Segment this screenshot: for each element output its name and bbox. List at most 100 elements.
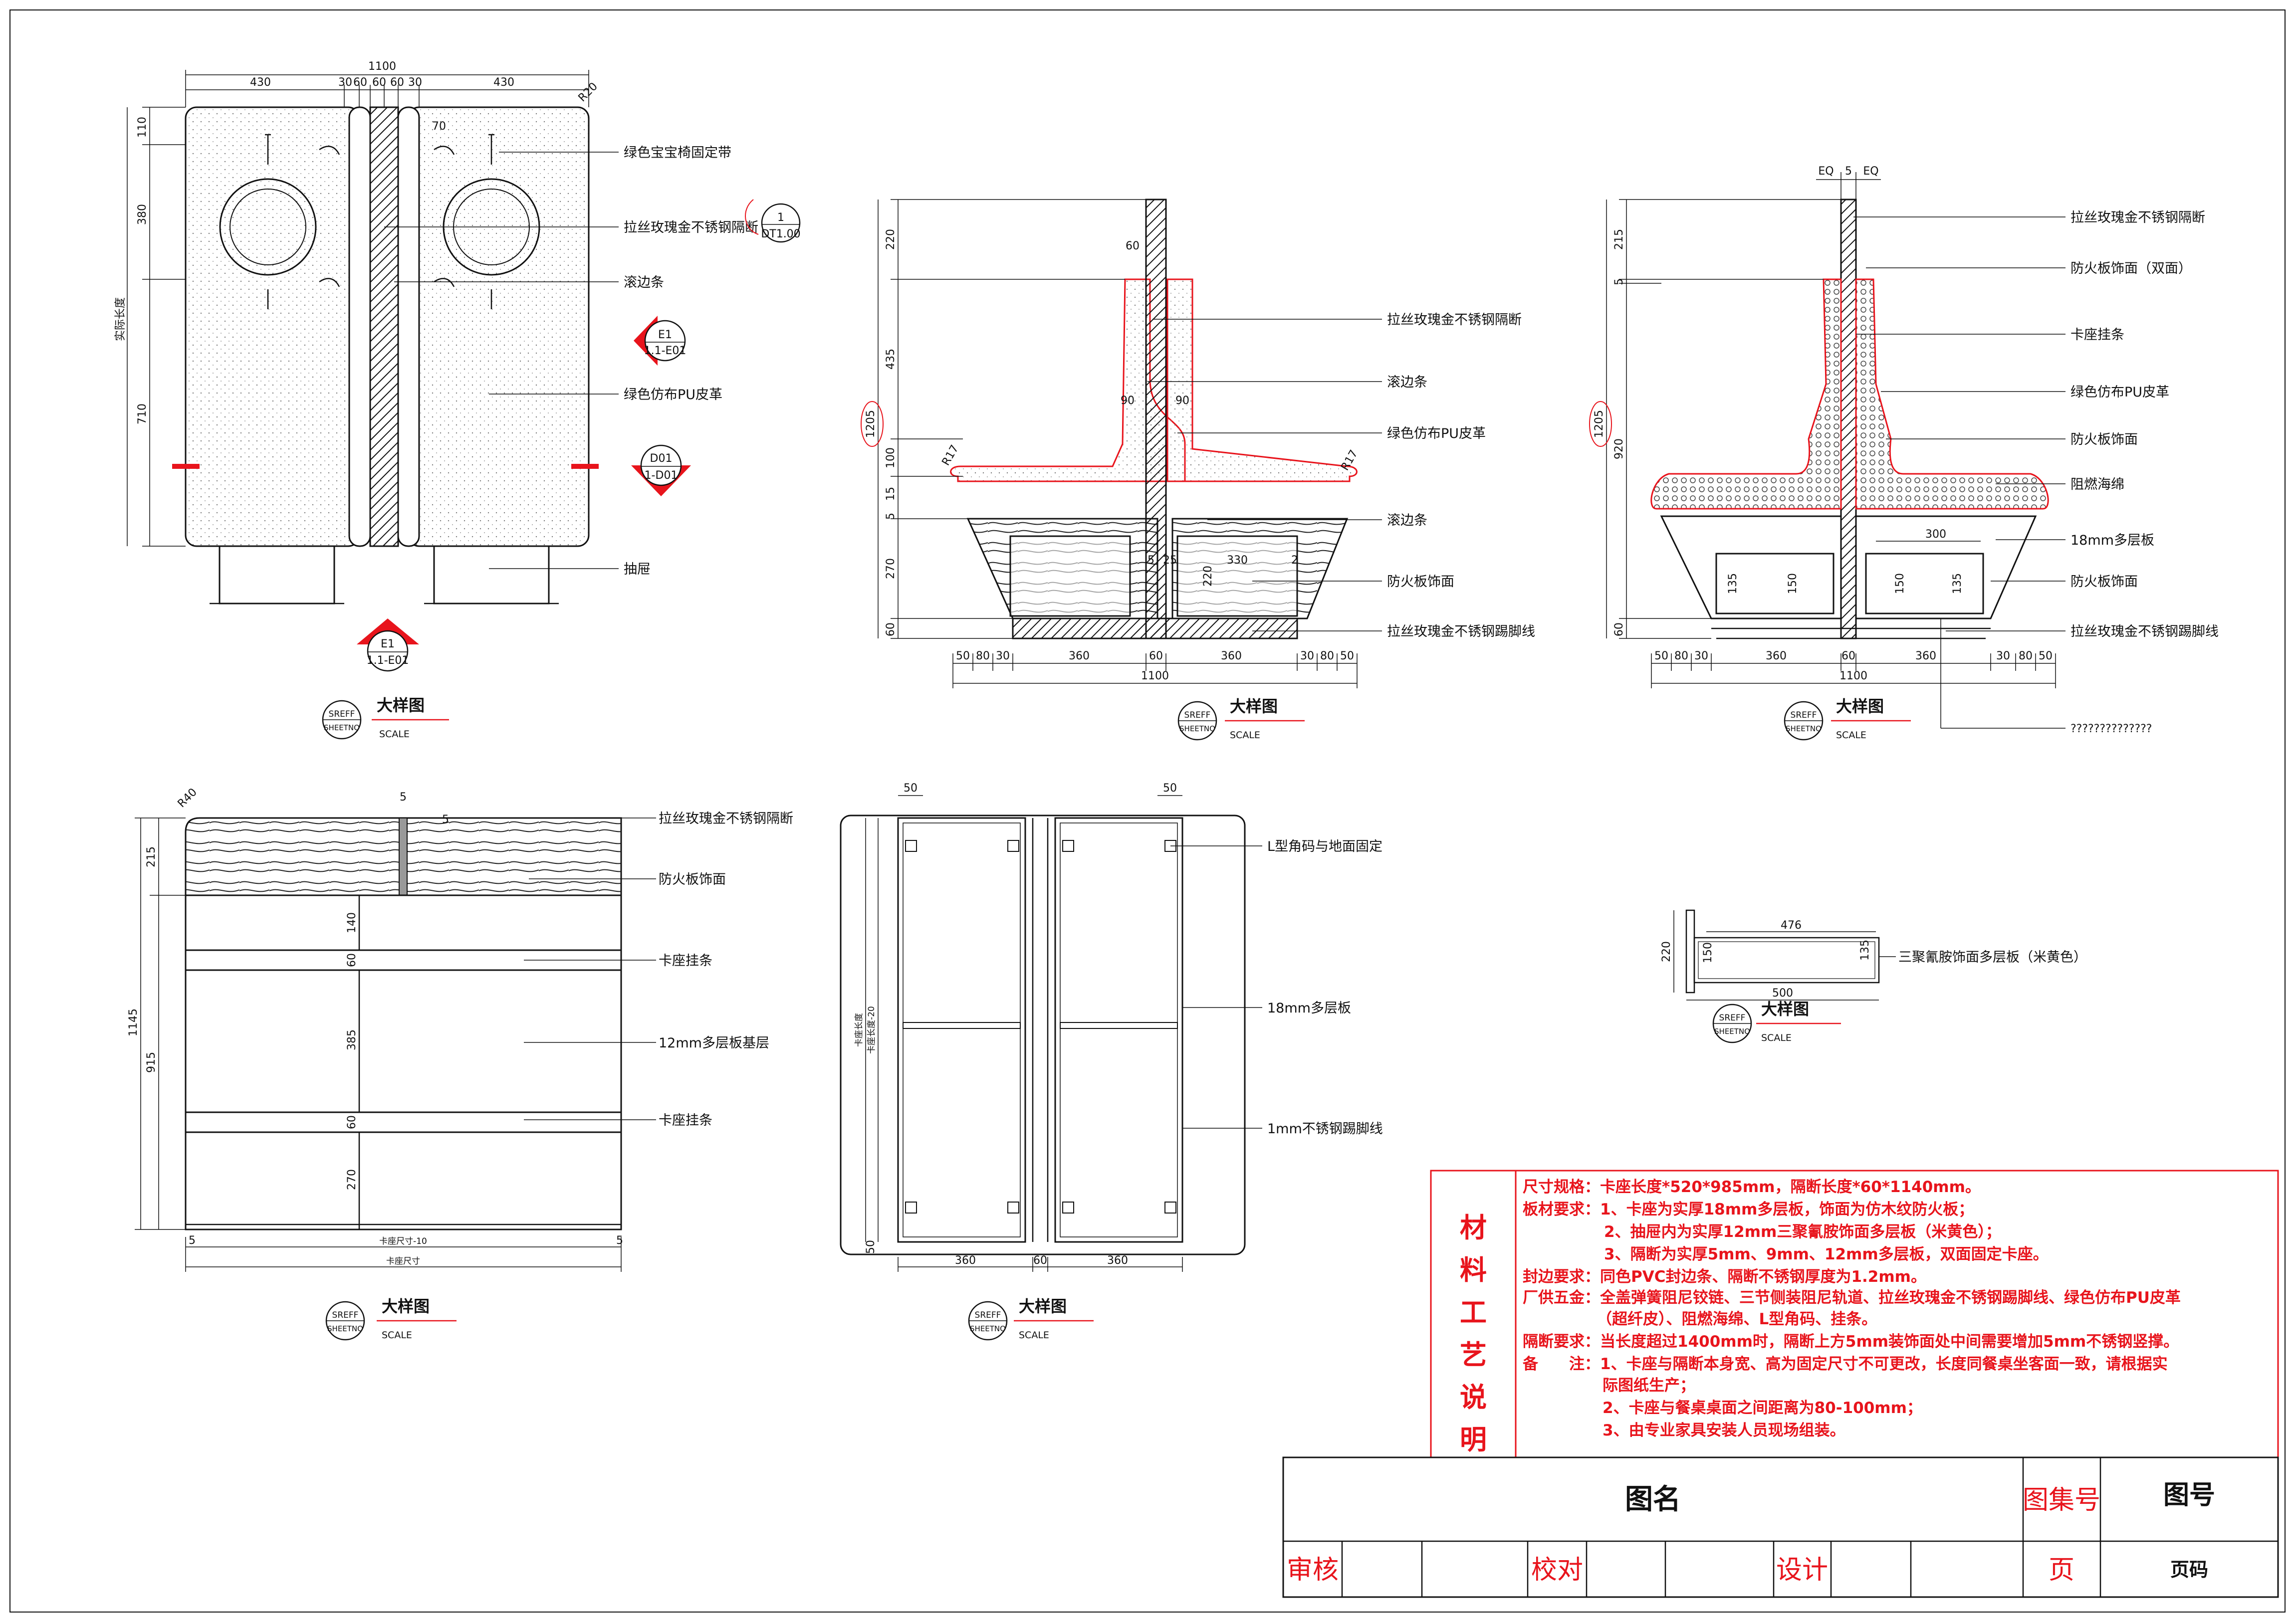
drawer-front xyxy=(1685,909,1695,994)
svg-text:卡座长度: 卡座长度 xyxy=(854,1013,864,1047)
drawer-frame-right xyxy=(433,545,550,605)
callout-v4-base-layer: 12mm多层板基层 xyxy=(659,1035,769,1051)
callout-v5-bracket: L型角码与地面固定 xyxy=(1267,839,1382,854)
notes-heading-char-5: 说 xyxy=(1460,1382,1487,1413)
dim-v1-actual-length: 实际长度 xyxy=(114,297,127,341)
callout-v2-partition: 拉丝玫瑰金不锈钢隔断 xyxy=(1387,312,1522,328)
detail-tag-d01[interactable]: D01 1-D01 xyxy=(631,444,691,496)
svg-text:140: 140 xyxy=(346,912,358,933)
callout-v3-unknown: ?????????????? xyxy=(2070,723,2152,735)
dim-v2-5: 5 xyxy=(885,513,897,520)
svg-text:5: 5 xyxy=(1613,278,1625,285)
dim-v1-110: 110 xyxy=(136,117,149,138)
note-line-1: 尺寸规格：卡座长度*520*985mm，隔断长度*60*1140mm。 xyxy=(1523,1178,1981,1196)
svg-text:R40: R40 xyxy=(176,786,200,810)
svg-text:150: 150 xyxy=(1894,573,1906,594)
svg-text:大样图: 大样图 xyxy=(1230,697,1278,716)
svg-text:215: 215 xyxy=(145,846,158,867)
svg-text:SCALE: SCALE xyxy=(1019,1330,1049,1341)
callout-v3-kickplate: 拉丝玫瑰金不锈钢踢脚线 xyxy=(2070,624,2219,639)
tag-d01-num: D01 xyxy=(650,452,673,465)
note-line-3: 2、抽屉内为实厚12mm三聚氰胺饰面多层板（米黄色）； xyxy=(1604,1223,2001,1241)
drawer-left xyxy=(1009,535,1131,617)
title-atlas-no: 图集号 xyxy=(2023,1485,2100,1515)
svg-text:50: 50 xyxy=(865,1240,877,1254)
plan-outline xyxy=(840,814,1246,1255)
title-page-code: 页码 xyxy=(2170,1559,2208,1581)
tag-1-sheet: DT1.00 xyxy=(761,228,800,240)
partition-body xyxy=(185,894,622,1230)
note-line-11: 2、卡座与餐桌桌面之间距离为80-100mm； xyxy=(1603,1399,1922,1417)
callout-v3-foam: 阻燃海绵 xyxy=(2070,477,2124,492)
svg-text:360: 360 xyxy=(1069,650,1090,662)
view-partition-elevation: 215 1145 915 140 60 385 60 270 R40 5 5 卡… xyxy=(127,786,793,1341)
dim-v1-710: 710 xyxy=(136,404,149,424)
sheet-border xyxy=(9,9,2286,1613)
base-frame-right xyxy=(1855,515,2037,619)
base-frame-left xyxy=(1660,515,1842,619)
note-line-9: 备 注：1、卡座与隔断本身宽、高为固定尺寸不可更改，长度同餐桌坐客面一致，请根据… xyxy=(1522,1355,2168,1373)
svg-text:90: 90 xyxy=(1121,395,1135,407)
svg-text:2: 2 xyxy=(1291,554,1298,567)
edge-piping-left xyxy=(348,106,371,547)
title-block: 图名 图集号 图号 审核 校对 设计 页 页码 xyxy=(1282,1456,2279,1598)
detail-label-6: SREFF SHEETNO 大样图 SCALE xyxy=(1712,1000,1841,1043)
svg-text:30: 30 xyxy=(996,650,1010,662)
callout-v5-plywood: 18mm多层板 xyxy=(1267,1001,1351,1016)
svg-text:60: 60 xyxy=(346,953,358,967)
svg-text:360: 360 xyxy=(1915,650,1936,662)
view-seat-plan: 50 50 卡座长度 卡座长度-20 50 360 60 360 L型角码与地面… xyxy=(840,782,1383,1341)
baby-seat-ring-left-inner xyxy=(230,189,306,265)
svg-text:60: 60 xyxy=(346,1115,358,1129)
svg-text:SHEETNO: SHEETNO xyxy=(327,1324,363,1333)
callout-v3-plywood: 18mm多层板 xyxy=(2070,533,2154,548)
dim-v2-270: 270 xyxy=(885,558,897,579)
tag-e1-top-num: E1 xyxy=(658,329,672,341)
svg-text:135: 135 xyxy=(1951,573,1964,594)
dim-v1-30a: 30 xyxy=(338,76,352,89)
svg-text:5: 5 xyxy=(1148,554,1154,567)
elevation-tag-e1-top[interactable]: E1 1.1-E01 xyxy=(634,316,686,366)
foam-back-right xyxy=(1855,278,2049,510)
elevation-tag-e1-bottom[interactable]: E1 1.1-E01 xyxy=(357,618,419,672)
svg-text:50: 50 xyxy=(904,782,918,795)
plan-box-right xyxy=(1054,817,1183,1243)
note-line-7: （超纤皮）、阻燃海绵、L型角码、挂条。 xyxy=(1597,1310,1877,1328)
dim-v1-70: 70 xyxy=(432,120,446,133)
svg-text:SHEETNO: SHEETNO xyxy=(1786,724,1822,733)
seat-panel-left xyxy=(185,106,360,547)
svg-text:80: 80 xyxy=(976,650,990,662)
svg-text:SCALE: SCALE xyxy=(1761,1032,1792,1043)
notes-heading-char-2: 料 xyxy=(1460,1254,1487,1286)
svg-text:SHEETNO: SHEETNO xyxy=(1714,1027,1750,1036)
dim-v1-380: 380 xyxy=(136,204,149,225)
dim-v3-1205: 1205 xyxy=(1593,410,1606,438)
drawer-b-left xyxy=(1715,553,1835,614)
edge-piping-right xyxy=(397,106,420,547)
svg-text:220: 220 xyxy=(1660,941,1673,962)
section-tag-1[interactable]: 1 DT1.00 xyxy=(745,199,801,243)
note-line-6: 厂供五金：全盖弹簧阻尼铰链、三节侧装阻尼轨道、拉丝玫瑰金不锈钢踢脚线、绿色仿布P… xyxy=(1523,1289,2181,1307)
svg-text:90: 90 xyxy=(1175,395,1189,407)
title-drawing-name: 图名 xyxy=(1625,1483,1681,1516)
svg-text:SREFF: SREFF xyxy=(1719,1013,1746,1023)
callout-v4-partition: 拉丝玫瑰金不锈钢隔断 xyxy=(659,811,793,826)
svg-text:大样图: 大样图 xyxy=(1761,1000,1809,1018)
note-line-5: 封边要求：同色PVC封边条、隔断不锈钢厚度为1.2mm。 xyxy=(1523,1268,1926,1286)
title-check: 校对 xyxy=(1531,1555,1583,1585)
svg-text:80: 80 xyxy=(2019,650,2033,662)
svg-text:135: 135 xyxy=(1727,573,1739,594)
baby-seat-ring-left xyxy=(219,178,317,276)
tag-1-num: 1 xyxy=(777,211,784,224)
svg-text:SREFF: SREFF xyxy=(329,709,355,719)
svg-text:5: 5 xyxy=(1845,165,1852,178)
dim-v1-430-right: 430 xyxy=(493,76,514,89)
detail-label-5: SREFF SHEETNO 大样图 SCALE xyxy=(968,1297,1094,1341)
notes-heading-char-4: 艺 xyxy=(1460,1339,1487,1371)
svg-text:300: 300 xyxy=(1925,528,1946,541)
svg-text:30: 30 xyxy=(1694,650,1708,662)
drawer-box xyxy=(1693,937,1880,984)
svg-text:50: 50 xyxy=(956,650,970,662)
svg-text:SREFF: SREFF xyxy=(332,1310,359,1320)
note-line-10: 际图纸生产； xyxy=(1603,1377,1695,1395)
